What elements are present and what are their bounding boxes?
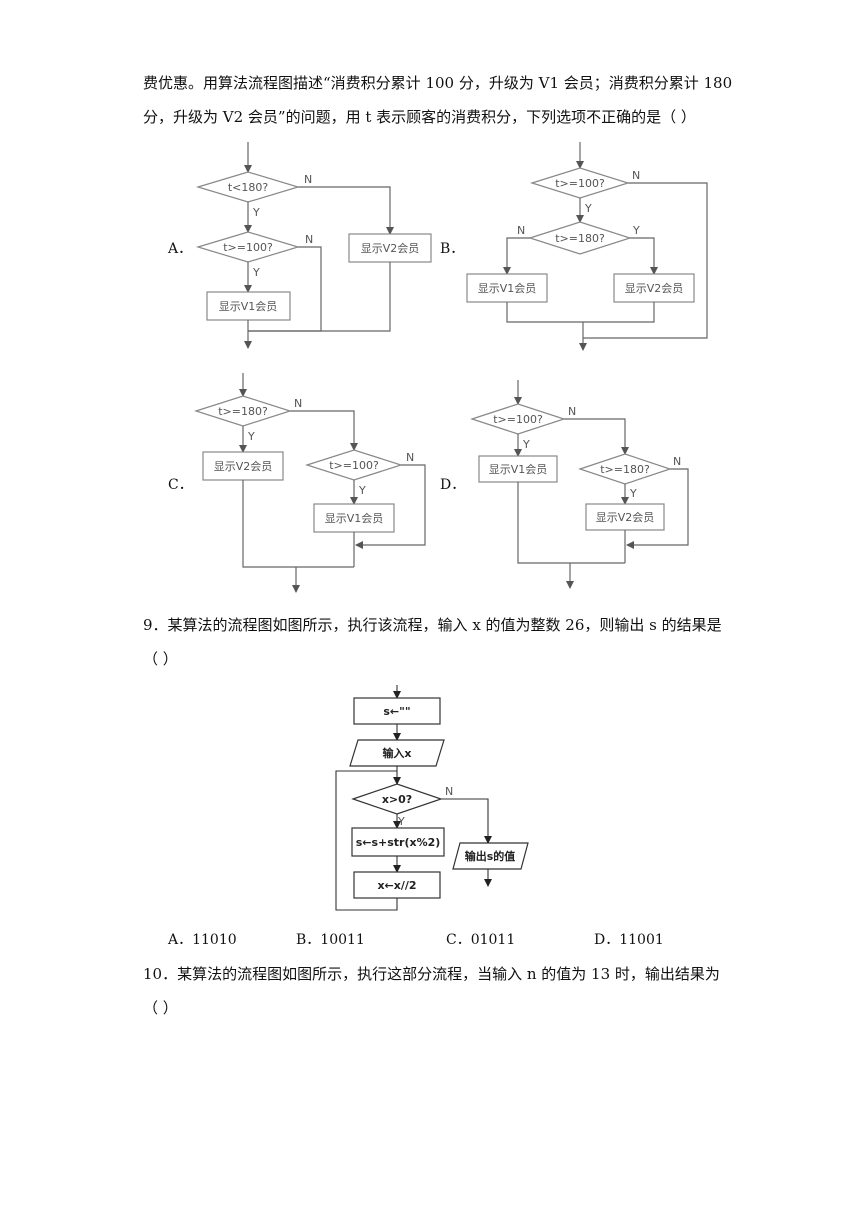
display-v2-box xyxy=(585,503,665,531)
box-text: 显示V2会员 xyxy=(361,242,420,255)
condition-text: x>0? xyxy=(382,793,412,806)
no-label: N xyxy=(673,455,681,468)
box-text: 显示V1会员 xyxy=(325,512,384,525)
condition-text: t>=100? xyxy=(329,459,379,472)
box-text: 显示V2会员 xyxy=(625,282,684,295)
q9-answer-c: C．01011 xyxy=(446,932,516,948)
q8-text-line2: 分，升级为 V2 会员”的问题，用 t 表示顾客的消费积分，下列选项不正确的是（… xyxy=(143,108,696,126)
no-label: N xyxy=(305,233,313,246)
display-v1-box xyxy=(466,273,548,303)
flowchart-option-c: t>=180? N Y 显示V2会员 t>=100? N Y 显示V1会员 xyxy=(194,373,426,593)
flowchart-q9: s←"" 输入x x>0? N Y s←s+str(x%2) x←x//2 输出… xyxy=(335,685,529,911)
yes-label: Y xyxy=(397,815,405,828)
no-label: N xyxy=(632,169,640,182)
box-text: 输出s的值 xyxy=(465,849,516,863)
q9-text-line2: （ ） xyxy=(143,650,178,668)
yes-label: Y xyxy=(252,266,260,279)
flowchart-option-b: t>=100? N Y t>=180? N Y 显示V1会员 显示V2会员 xyxy=(466,142,708,351)
option-a-label: A． xyxy=(168,241,193,257)
box-text: 显示V1会员 xyxy=(489,463,548,476)
no-label: N xyxy=(517,224,525,237)
no-label: N xyxy=(304,173,312,186)
yes-label: Y xyxy=(629,487,637,500)
no-label: N xyxy=(568,405,576,418)
display-v2-box xyxy=(613,273,695,303)
step2-box xyxy=(353,871,441,899)
condition-text: t>=180? xyxy=(555,232,605,245)
box-text: 输入x xyxy=(382,746,411,760)
output-parallelogram xyxy=(452,842,529,870)
display-v1-box xyxy=(206,291,291,321)
option-d-label: D． xyxy=(440,477,466,493)
yes-label: Y xyxy=(584,202,592,215)
box-text: s←"" xyxy=(383,705,410,718)
q9-answer-d: D．11001 xyxy=(594,932,664,948)
display-v1-box xyxy=(478,455,558,483)
yes-label: Y xyxy=(247,430,255,443)
yes-label: Y xyxy=(358,484,366,497)
display-v1-box xyxy=(313,503,395,533)
condition-text: t>=100? xyxy=(555,177,605,190)
flowchart-option-d: t>=100? N Y 显示V1会员 t>=180? N Y 显示V2会员 xyxy=(470,380,689,589)
condition-text: t<180? xyxy=(228,181,269,194)
box-text: 显示V1会员 xyxy=(219,300,278,313)
condition-text: t>=180? xyxy=(600,463,650,476)
flowchart-option-a: t<180? N Y t>=100? N Y 显示V1会员 显示V2会员 xyxy=(195,142,432,349)
q9-answer-a: A．11010 xyxy=(168,932,237,948)
display-v2-box xyxy=(348,233,432,263)
condition-text: t>=100? xyxy=(223,241,273,254)
box-text: 显示V2会员 xyxy=(214,460,273,473)
box-text: x←x//2 xyxy=(377,879,416,892)
display-v2-box xyxy=(202,451,284,481)
yes-label: Y xyxy=(632,224,640,237)
q10-text-line2: （ ） xyxy=(143,999,178,1017)
q9-answer-b: B．10011 xyxy=(296,932,365,948)
box-text: 显示V2会员 xyxy=(596,511,655,524)
init-box xyxy=(353,697,441,725)
condition-text: t>=180? xyxy=(218,405,268,418)
box-text: 显示V1会员 xyxy=(478,282,537,295)
input-parallelogram xyxy=(349,739,445,767)
q10-text-line1: 10．某算法的流程图如图所示，执行这部分流程，当输入 n 的值为 13 时，输出… xyxy=(143,965,720,983)
step1-box xyxy=(351,827,445,857)
option-c-label: C． xyxy=(168,477,193,493)
yes-label: Y xyxy=(522,438,530,451)
no-label: N xyxy=(406,451,414,464)
no-label: N xyxy=(294,397,302,410)
q9-text-line1: 9．某算法的流程图如图所示，执行该流程，输入 x 的值为整数 26，则输出 s … xyxy=(143,616,722,634)
yes-label: Y xyxy=(252,206,260,219)
condition-text: t>=100? xyxy=(493,413,543,426)
box-text: s←s+str(x%2) xyxy=(356,836,441,849)
no-label: N xyxy=(445,785,453,798)
option-b-label: B． xyxy=(440,241,465,257)
q8-text-line1: 费优惠。用算法流程图描述“消费积分累计 100 分，升级为 V1 会员；消费积分… xyxy=(143,74,733,92)
